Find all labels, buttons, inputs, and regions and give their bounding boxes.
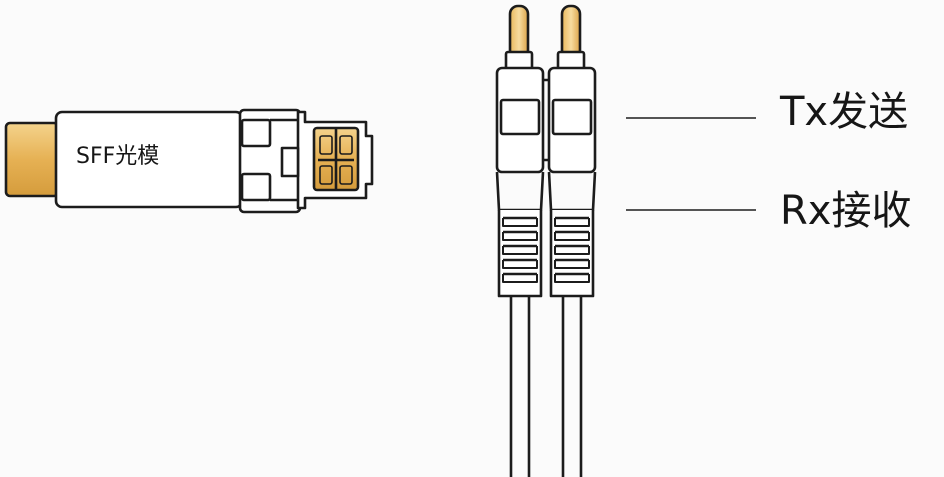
fiber-connector-tx-rx-right [547, 4, 597, 477]
rx-label: Rx接收 [780, 188, 912, 234]
module-label: SFF光模 [76, 144, 160, 169]
sff-optical-module [4, 108, 374, 214]
ferrule-tip-icon [508, 4, 530, 60]
ferrule-tip-icon [560, 4, 582, 60]
module-gold-ports [312, 126, 360, 192]
duplex-clip [543, 78, 549, 162]
tx-label: Tx发送 [780, 89, 909, 135]
fiber-connector-tx-rx-left [495, 4, 545, 477]
module-gold-contact [4, 121, 60, 198]
